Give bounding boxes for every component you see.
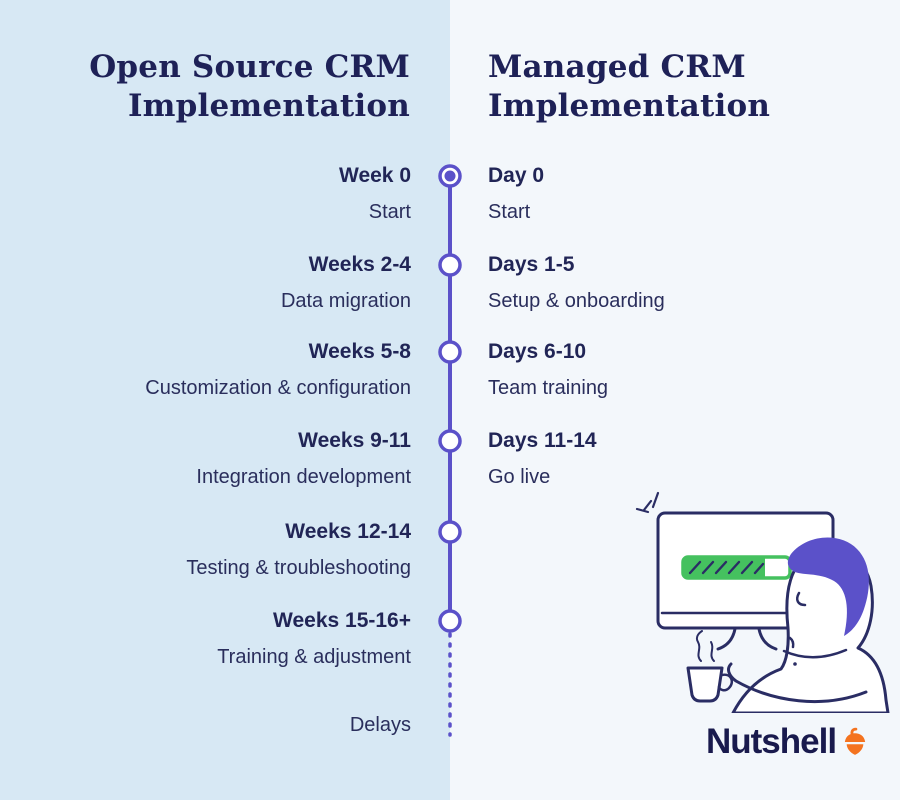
row-desc: Team training — [488, 377, 609, 399]
timeline-row-weeks-5-8: Weeks 5-8 Customization & configuration — [145, 339, 411, 401]
row-desc: Training & adjustment — [217, 646, 411, 668]
row-desc: Testing & troubleshooting — [186, 557, 411, 579]
timeline-row-weeks-15-16: Weeks 15-16+ Training & adjustment — [217, 608, 411, 670]
timeline-node-5 — [438, 520, 462, 544]
row-label: Week 0 — [339, 164, 411, 187]
timeline-row-weeks-9-11: Weeks 9-11 Integration development — [196, 428, 411, 490]
timeline-node-start-dot — [444, 170, 456, 182]
timeline-row-week-0: Week 0 Start — [339, 163, 411, 225]
left-column-title: Open Source CRM Implementation — [89, 48, 410, 126]
right-title-line1: Managed CRM — [488, 49, 746, 85]
timeline-row-days-11-14: Days 11-14 Go live — [488, 428, 597, 490]
row-label: Weeks 9-11 — [298, 429, 411, 452]
steam-icon — [695, 630, 715, 662]
delays-label: Delays — [349, 714, 411, 736]
person-chin-line — [788, 636, 795, 649]
row-label: Days 6-10 — [488, 340, 587, 363]
left-panel-background — [0, 0, 450, 800]
monitor-stand — [716, 627, 778, 651]
timeline-row-days-6-10: Days 6-10 Team training — [488, 339, 608, 401]
row-desc: Setup & onboarding — [488, 290, 665, 312]
row-label: Days 11-14 — [488, 429, 597, 452]
person-hair — [787, 537, 869, 636]
person-at-computer-illustration — [635, 491, 890, 713]
progress-bar-hatches — [688, 560, 765, 575]
timeline-node-6 — [438, 609, 462, 633]
row-label: Weeks 5-8 — [308, 340, 411, 363]
left-title-line1: Open Source CRM — [89, 49, 410, 85]
acorn-icon — [844, 727, 866, 755]
right-title-line2: Implementation — [488, 88, 771, 124]
nutshell-logo: Nutshell — [706, 724, 867, 760]
row-desc: Data migration — [280, 290, 411, 312]
row-desc: Start — [368, 201, 411, 223]
sparkle-icon — [635, 491, 660, 514]
coffee-cup-icon — [686, 630, 734, 703]
brand-name: Nutshell — [706, 722, 837, 761]
row-label: Day 0 — [488, 164, 545, 187]
timeline-node-2 — [438, 253, 462, 277]
row-desc: Start — [488, 201, 531, 223]
row-desc: Integration development — [196, 466, 411, 488]
timeline-row-delays: Delays — [350, 712, 411, 738]
row-label: Weeks 12-14 — [285, 520, 411, 543]
progress-bar — [681, 555, 792, 580]
timeline-axis — [438, 164, 462, 737]
shirt-button — [793, 662, 797, 666]
timeline-node-4 — [438, 429, 462, 453]
person-arm — [727, 662, 868, 703]
person-collar — [782, 648, 848, 659]
row-label: Weeks 2-4 — [308, 253, 411, 276]
timeline-row-day-0: Day 0 Start — [488, 163, 544, 225]
timeline-row-weeks-12-14: Weeks 12-14 Testing & troubleshooting — [186, 519, 411, 581]
timeline-node-3 — [438, 340, 462, 364]
left-title-line2: Implementation — [127, 88, 410, 124]
timeline-row-days-1-5: Days 1-5 Setup & onboarding — [488, 252, 665, 314]
row-desc: Go live — [488, 466, 551, 488]
timeline-row-weeks-2-4: Weeks 2-4 Data migration — [281, 252, 411, 314]
row-label: Days 1-5 — [488, 253, 575, 276]
person-ear — [796, 591, 807, 607]
row-desc: Customization & configuration — [145, 377, 411, 399]
row-label: Weeks 15-16+ — [273, 609, 411, 632]
right-column-title: Managed CRM Implementation — [488, 48, 770, 126]
